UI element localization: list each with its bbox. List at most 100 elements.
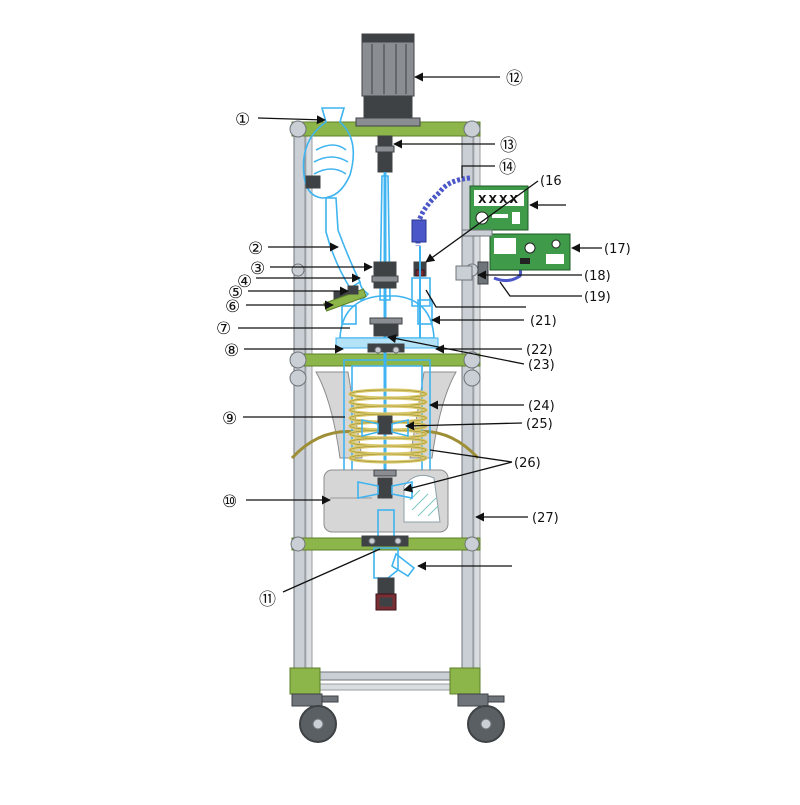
callout-labels: ① ② ③ ④ ⑤ ⑥ ⑦ ⑧ ⑨ ⑩ ⑪ ⑫ ⑬ ⑭ (16 (17) (18… (216, 69, 631, 610)
label-25: (25) (526, 417, 553, 432)
coupling-body (377, 135, 393, 173)
clamp-knob (463, 120, 481, 138)
controller-switch (512, 212, 520, 224)
controller-dial (475, 211, 489, 225)
sensor-plug (411, 219, 427, 243)
label-12: ⑫ (506, 69, 523, 89)
shaft-seal (373, 261, 397, 289)
condenser-neck (325, 197, 362, 290)
clamp-knob (289, 120, 307, 138)
bracket-clamp (455, 265, 473, 281)
lid-clamp-ring (367, 343, 405, 353)
label-4: ④ (237, 272, 252, 292)
label-2: ② (248, 239, 263, 259)
valve-knob (347, 285, 359, 295)
clamp-bolt (374, 346, 382, 354)
label-27: (27) (532, 511, 559, 526)
caster-left (291, 693, 339, 743)
reactor-lid (323, 261, 439, 354)
condenser-inner-coil (313, 144, 349, 175)
leader-line (257, 115, 326, 125)
caster-bracket (291, 693, 323, 707)
sensor-cable (415, 175, 471, 246)
leader-line (387, 334, 525, 365)
label-13: ⑬ (500, 136, 517, 156)
label-8: ⑧ (224, 341, 239, 361)
coupling-band (375, 145, 395, 153)
condenser-top-flask (302, 107, 355, 199)
left-front-pole (293, 127, 307, 699)
label-24: (24) (528, 399, 555, 414)
leader-line (429, 449, 513, 463)
leader-line (425, 180, 539, 263)
label-19: (19) (584, 290, 611, 305)
bottom-discharge-valve (361, 509, 416, 611)
label-17: (17) (604, 242, 631, 257)
label-22: (22) (526, 343, 553, 358)
caster-bracket (457, 693, 489, 707)
upper-impeller-blade (391, 418, 409, 438)
leader-line (282, 548, 381, 593)
condenser-assembly (302, 107, 370, 301)
label-16: (16 (540, 174, 562, 189)
vapor-tube (379, 175, 391, 301)
bracket-bar (461, 229, 493, 237)
clamp-knob (290, 536, 306, 552)
speed-socket (546, 254, 564, 264)
leader-lines (238, 72, 602, 593)
caster-hub (312, 718, 324, 730)
label-5: ⑤ (228, 283, 243, 303)
speed-switch (520, 258, 530, 264)
clamp-knob (291, 263, 305, 277)
outlet-clamp-bolt (394, 537, 402, 545)
stirring-motor (355, 33, 421, 127)
clamp-knob (289, 351, 307, 369)
bath-hatching (409, 489, 439, 517)
caster-hub (480, 718, 492, 730)
outlet-body (373, 547, 399, 579)
condenser-clamp (305, 175, 321, 189)
frame-plates (289, 121, 481, 695)
label-23: (23) (528, 358, 555, 373)
clamp-knob (463, 351, 481, 369)
foot-block-right (449, 667, 481, 695)
probe-adapter (411, 277, 431, 307)
left-rear-pole (304, 127, 313, 699)
speed-knob (524, 242, 536, 254)
support-rod-left (290, 430, 357, 460)
clamp-knob (463, 369, 481, 387)
lower-impeller-hub (377, 477, 393, 499)
outlet-valve-stem (377, 577, 395, 595)
caster-right (457, 693, 505, 743)
motor-mount (355, 117, 421, 127)
coil-loop-edge (349, 453, 427, 463)
motor-speed-controller (489, 233, 571, 271)
bottom-crossbar (309, 671, 461, 681)
impellers (357, 415, 413, 499)
label-3: ③ (250, 259, 265, 279)
outlet-spout (391, 552, 416, 578)
upper-impeller-blade (361, 418, 379, 438)
thermocouple-assembly (411, 175, 523, 338)
controller-label-strip (492, 214, 508, 218)
label-7: ⑦ (216, 319, 231, 339)
lower-impeller-blade (357, 481, 379, 499)
label-18: (18) (584, 269, 611, 284)
outlet-valve-cap (379, 597, 393, 607)
label-6: ⑥ (225, 297, 240, 317)
shaft-seal-nut (371, 275, 399, 283)
stirrer-seal-top (369, 317, 403, 325)
clamp-bolt (392, 346, 400, 354)
lower-impeller-blade (391, 481, 413, 499)
outlet-clamp-bolt (368, 537, 376, 545)
temperature-controller: XXXX (469, 185, 529, 231)
shaft-coupling (375, 135, 395, 173)
label-26: (26) (514, 456, 541, 471)
label-9: ⑨ (222, 409, 237, 429)
controller-display (474, 190, 524, 206)
bracket-clamp-inner (477, 261, 489, 285)
label-21: (21) (530, 314, 557, 329)
upper-impeller-hub (377, 415, 393, 435)
